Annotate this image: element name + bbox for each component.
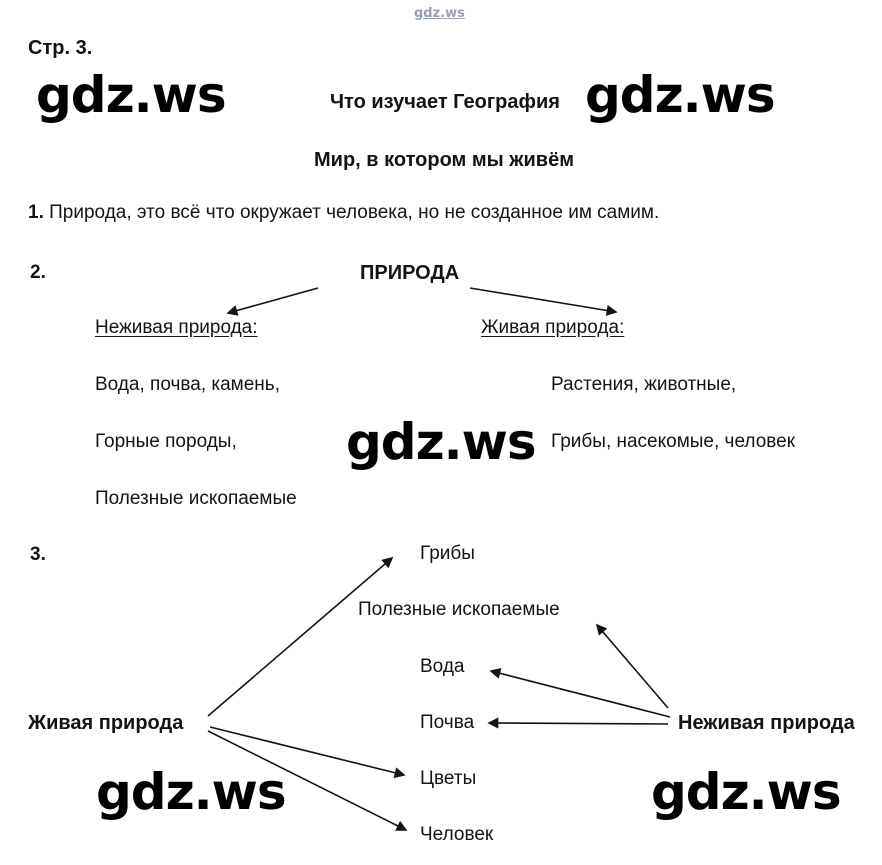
- diagram3-right-label: Неживая природа: [678, 712, 855, 734]
- answer-1: 1. Природа, это всё что окружает человек…: [28, 202, 659, 225]
- arrow-nonliving-to-minerals: [595, 623, 669, 709]
- watermark-middle: gdz.ws: [346, 413, 537, 471]
- diagram2-left-line: Горные породы,: [95, 431, 237, 452]
- diagram2-left-line: Полезные ископаемые: [95, 488, 297, 509]
- arrow-living-to-mushrooms: [207, 556, 394, 717]
- watermark-top-right: gdz.ws: [585, 66, 776, 124]
- diagram3-left-label: Живая природа: [28, 712, 184, 734]
- diagram3-item-mushrooms: Грибы: [420, 543, 475, 564]
- answer-2-number: 2.: [30, 262, 46, 283]
- diagram2-left-line: Вода, почва, камень,: [95, 374, 280, 395]
- diagram3-item-minerals: Полезные ископаемые: [358, 599, 560, 620]
- diagram3-item-soil: Почва: [420, 712, 475, 733]
- arrow-nonliving-to-soil: [487, 717, 669, 729]
- diagram2-right-heading: Живая природа:: [481, 317, 625, 338]
- watermark-bottom-right: gdz.ws: [651, 763, 842, 821]
- section2-arrows: [226, 287, 618, 316]
- answer-1-number: 1.: [28, 202, 44, 223]
- diagram3-item-water: Вода: [420, 656, 465, 677]
- page-number-label: Стр. 3.: [28, 37, 93, 59]
- diagram2-root-label: ПРИРОДА: [360, 262, 460, 284]
- diagram3-item-human: Человек: [420, 824, 494, 845]
- arrow-priroda-to-nonliving: [226, 287, 319, 316]
- watermark-small-top: gdz.ws: [414, 6, 465, 21]
- page-subtitle: Мир, в котором мы живём: [314, 149, 574, 171]
- watermark-bottom-left: gdz.ws: [96, 763, 287, 821]
- watermark-top-left: gdz.ws: [36, 66, 227, 124]
- diagram2-right-line: Растения, животные,: [551, 374, 737, 395]
- answer-3-number: 3.: [30, 544, 46, 565]
- diagram2-left-heading: Неживая природа:: [95, 317, 258, 338]
- page-title: Что изучает География: [330, 91, 560, 113]
- diagram3-item-flowers: Цветы: [420, 768, 477, 789]
- diagram2-right-line: Грибы, насекомые, человек: [551, 431, 796, 452]
- arrow-nonliving-to-water: [489, 668, 671, 718]
- arrow-priroda-to-living: [469, 287, 618, 316]
- answer-1-text: Природа, это всё что окружает человека, …: [49, 202, 660, 223]
